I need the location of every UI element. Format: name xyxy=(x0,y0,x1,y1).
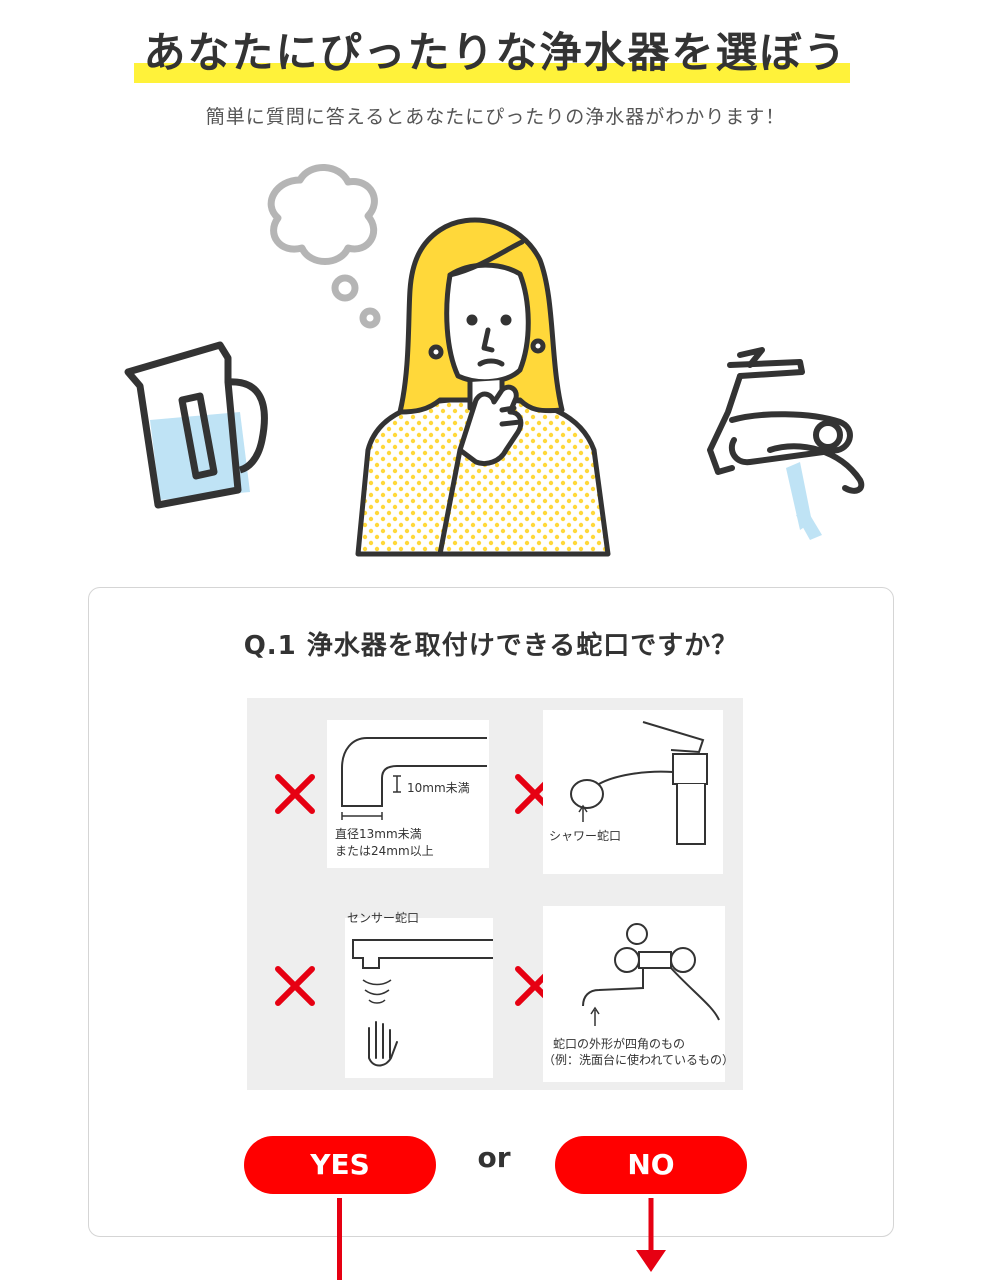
yes-arrow-line xyxy=(337,1198,342,1280)
thin-faucet-icon xyxy=(341,737,487,820)
x-mark-icon xyxy=(273,964,317,1008)
panel-thin-faucet xyxy=(327,720,489,868)
x-mark-icon xyxy=(273,772,317,816)
yes-button[interactable]: YES xyxy=(244,1136,436,1194)
label-10mm: 10mm未満 xyxy=(407,781,470,795)
square-faucet-icon xyxy=(582,923,720,1026)
question-card: Q.1 浄水器を取付けできる蛇口ですか？ 10mm未満 直径13mm未満 または… xyxy=(88,587,894,1237)
sensor-faucet-icon xyxy=(352,939,493,1067)
panel-square-faucet xyxy=(543,906,725,1082)
no-button[interactable]: NO xyxy=(555,1136,747,1194)
page-title: あなたにぴったりな浄水器を選ぼう xyxy=(143,28,848,77)
thought-cloud-icon xyxy=(267,164,381,329)
hero-illustration xyxy=(124,164,865,557)
title-block: あなたにぴったりな浄水器を選ぼう xyxy=(0,22,991,84)
thinking-woman-icon xyxy=(355,217,611,557)
water-pitcher-icon xyxy=(124,341,268,509)
label-example: （例：洗面台に使われているもの） xyxy=(543,1053,735,1067)
or-label: or xyxy=(477,1141,511,1174)
faucet-diagram: 10mm未満 直径13mm未満 または24mm以上 シャワー蛇口 xyxy=(247,698,743,1090)
label-sensor: センサー蛇口 xyxy=(347,911,420,925)
panel-shower-faucet xyxy=(543,710,723,874)
panel-sensor-faucet xyxy=(345,918,493,1078)
no-arrow-down-icon xyxy=(636,1198,666,1272)
label-24mm: または24mm以上 xyxy=(335,844,434,858)
label-square-shape: 蛇口の外形が四角のもの xyxy=(553,1037,686,1051)
question-label: Q.1 浄水器を取付けできる蛇口ですか？ xyxy=(243,631,739,661)
label-diameter: 直径13mm未満 xyxy=(335,827,422,841)
label-shower: シャワー蛇口 xyxy=(549,829,622,843)
faucet-filter-icon xyxy=(707,347,865,540)
page-subtitle: 簡単に質問に答えるとあなたにぴったりの浄水器がわかります！ xyxy=(205,106,786,128)
shower-faucet-icon xyxy=(570,721,708,845)
title-highlight xyxy=(134,63,850,83)
